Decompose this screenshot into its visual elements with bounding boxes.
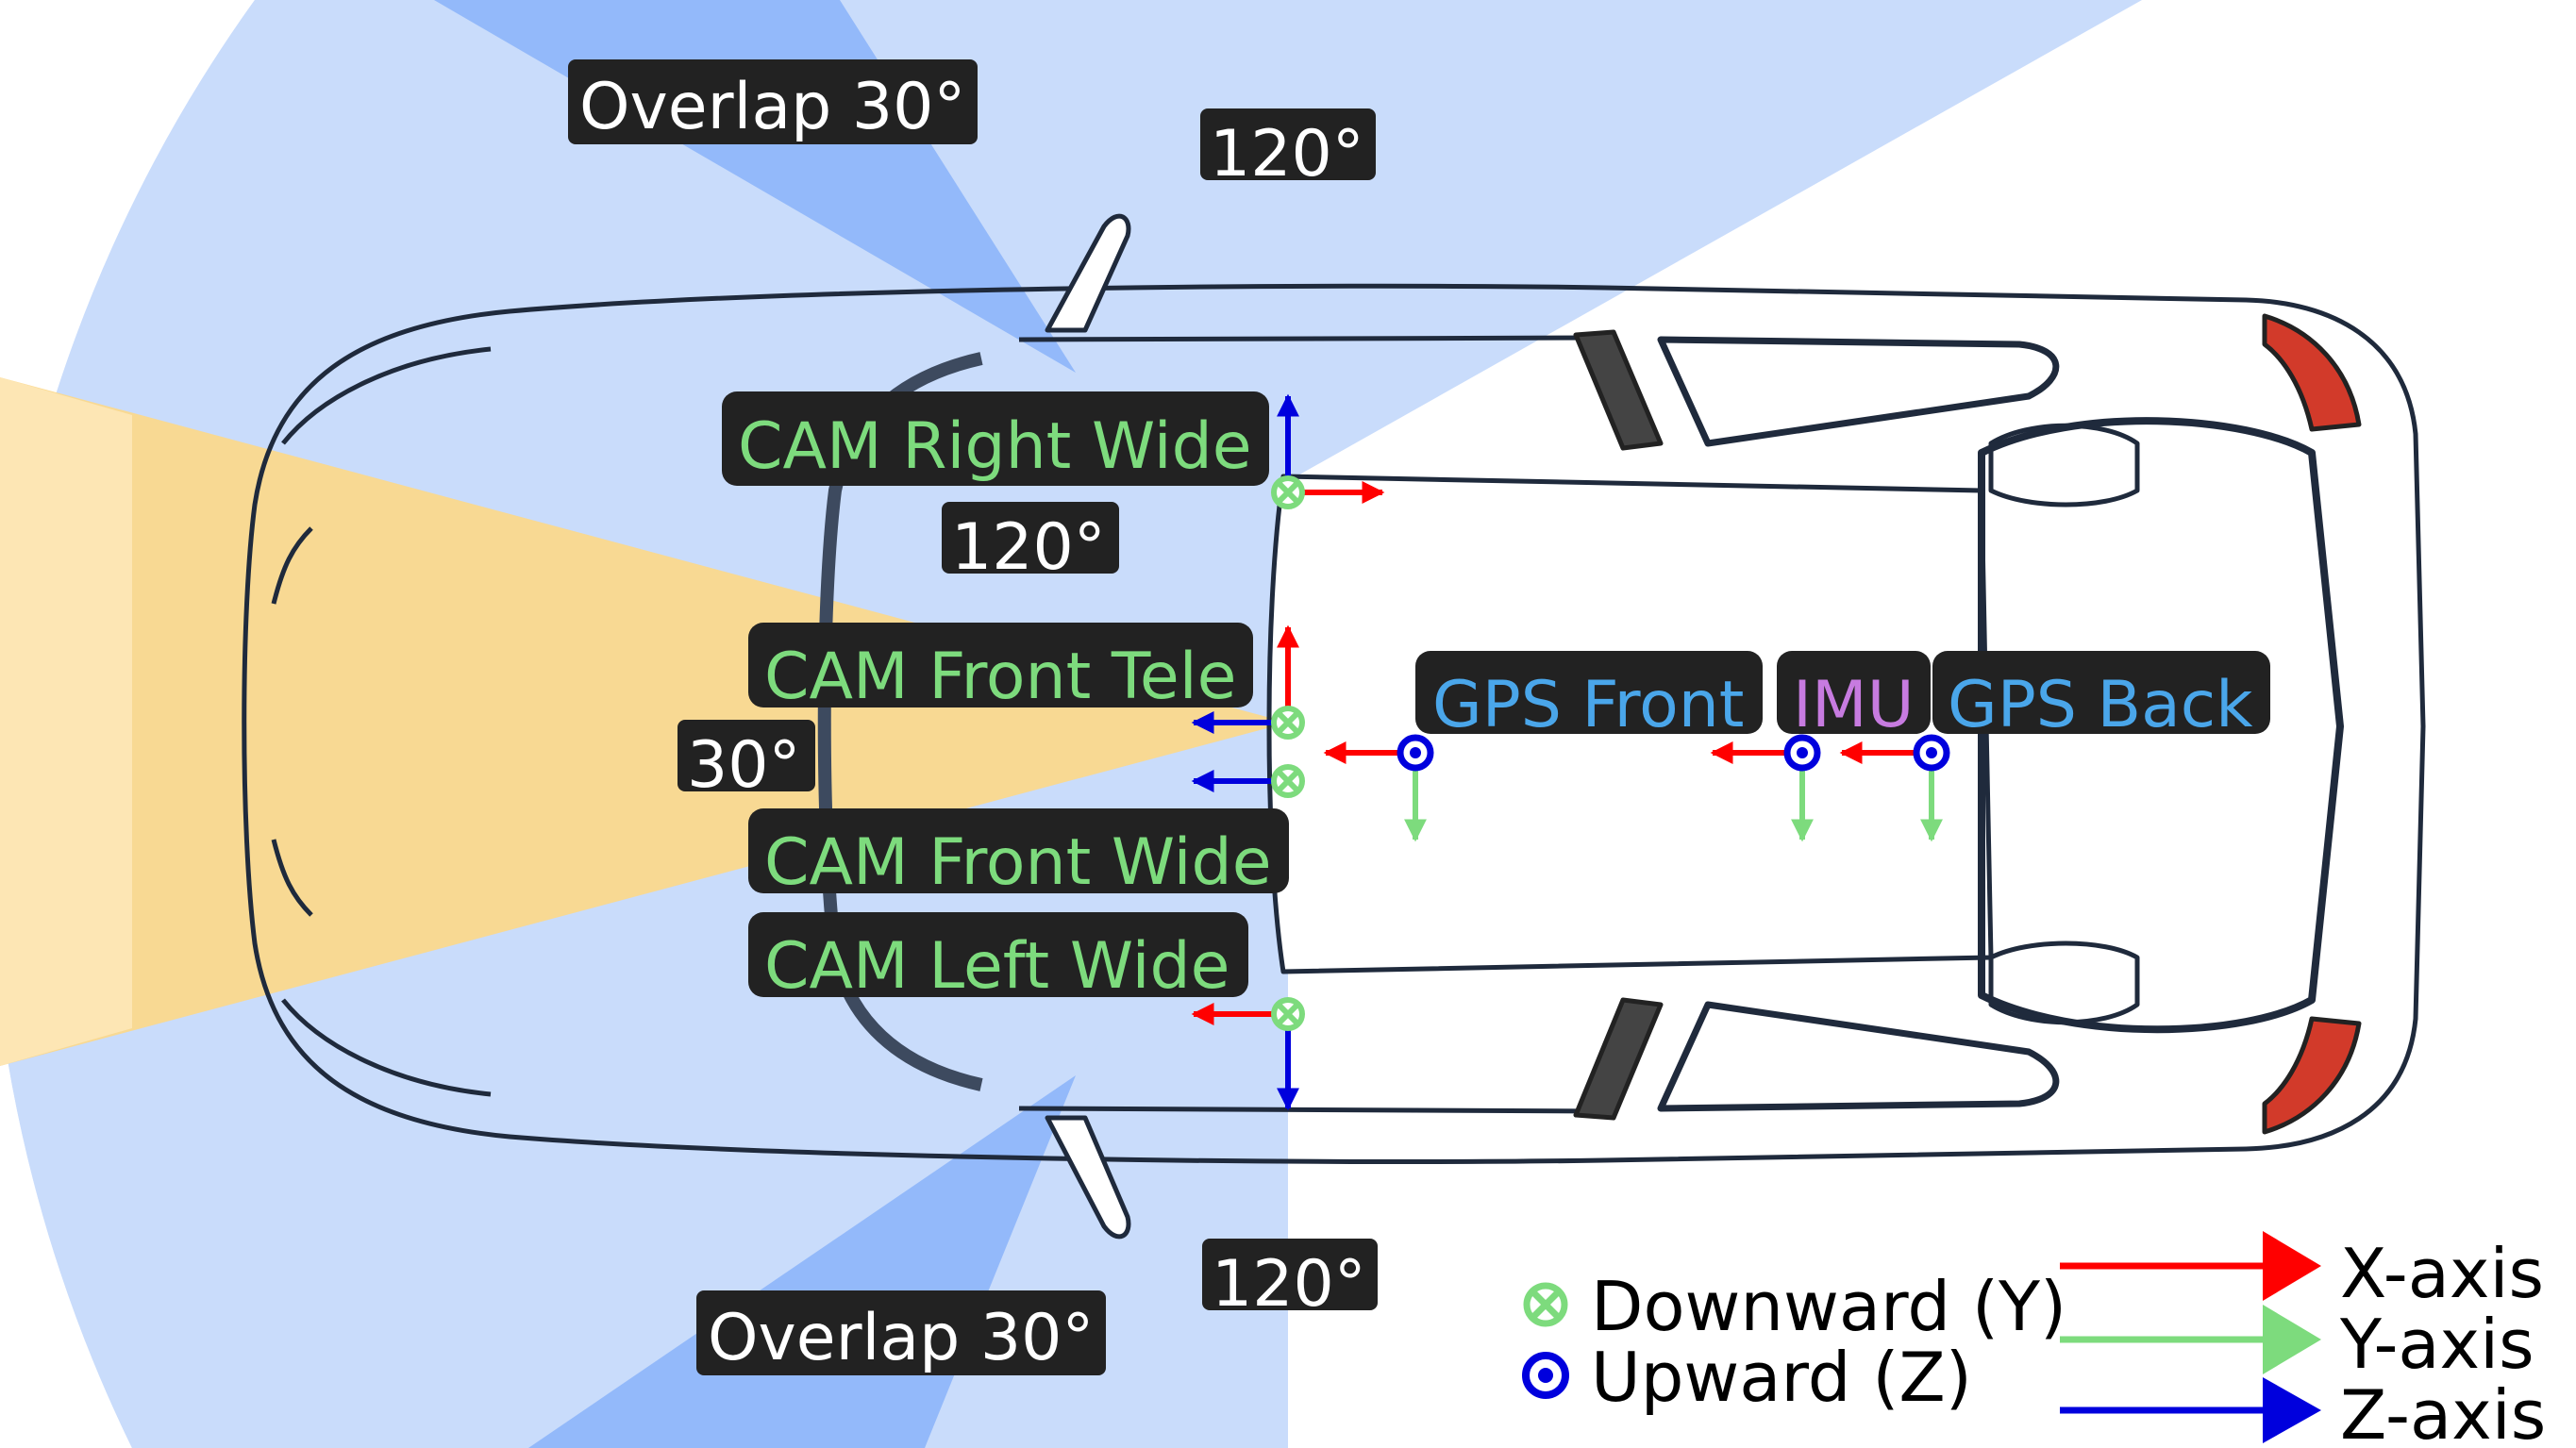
downward-marker-cam-tele	[1271, 706, 1305, 740]
cabin-left-line	[1018, 335, 1605, 1114]
legend-upward-label: Upward (Z)	[1591, 1338, 1972, 1417]
cam-left-wide-label: CAM Left Wide	[764, 929, 1229, 1004]
mirror-left	[1045, 1115, 1131, 1240]
legend-y-axis-label: Y-axis	[2339, 1305, 2534, 1384]
spoiler	[1988, 423, 2140, 1025]
legend-x-axis-arrow	[2060, 1231, 2321, 1301]
imu-label: IMU	[1793, 668, 1915, 742]
downward-marker-cam-wide	[1271, 764, 1305, 798]
fov-angle-labels: Overlap 30° 120° 120° 30° 120° Overlap 3…	[568, 59, 1378, 1375]
side-window-left	[1657, 1001, 2060, 1112]
fov-label-right-wide: 120°	[951, 510, 1106, 585]
legend-y-axis-arrow	[2060, 1305, 2321, 1374]
upward-marker-imu	[1783, 734, 1821, 772]
car-body	[242, 283, 2426, 1165]
overlap-label-top: Overlap 30°	[579, 70, 965, 144]
fov-label-tele: 30°	[687, 728, 801, 803]
pillar-right	[1573, 329, 1664, 451]
legend-downward-label: Downward (Y)	[1591, 1267, 2066, 1346]
side-window-right	[1657, 336, 2060, 447]
car-hood-lines	[271, 346, 492, 1097]
legend: Downward (Y) Upward (Z) X-axis Y-axis Z-…	[1522, 1231, 2546, 1448]
overlap-label-bottom: Overlap 30°	[708, 1301, 1094, 1375]
cam-front-wide-label: CAM Front Wide	[764, 825, 1272, 900]
legend-downward-symbol	[1523, 1282, 1568, 1327]
gps-back-label: GPS Back	[1948, 668, 2253, 742]
legend-z-axis-arrow	[2060, 1377, 2321, 1443]
sensor-labels: CAM Right Wide CAM Front Tele CAM Front …	[722, 391, 2270, 1004]
pillar-left	[1573, 997, 1664, 1121]
cam-front-tele-label: CAM Front Tele	[764, 640, 1236, 714]
upward-marker-gps-front	[1397, 734, 1434, 772]
legend-z-axis-label: Z-axis	[2340, 1375, 2546, 1448]
tail-light-right	[2262, 313, 2362, 432]
upward-marker-gps-back	[1913, 734, 1950, 772]
fov-cam-front-tele	[0, 377, 1288, 1066]
legend-x-axis-label: X-axis	[2340, 1234, 2544, 1313]
fov-cam-front-tele-edge	[0, 377, 132, 1066]
downward-marker-cam-right	[1271, 475, 1305, 509]
tail-light-left	[2262, 1016, 2362, 1135]
sensor-markers	[1191, 393, 1950, 1111]
downward-marker-cam-left	[1271, 997, 1305, 1031]
gps-front-label: GPS Front	[1432, 668, 1744, 742]
cam-right-wide-label: CAM Right Wide	[738, 409, 1252, 484]
fov-label-bottom: 120°	[1212, 1247, 1366, 1322]
fov-label-top: 120°	[1210, 117, 1364, 191]
legend-upward-symbol	[1522, 1352, 1569, 1399]
mirror-right	[1045, 213, 1131, 333]
